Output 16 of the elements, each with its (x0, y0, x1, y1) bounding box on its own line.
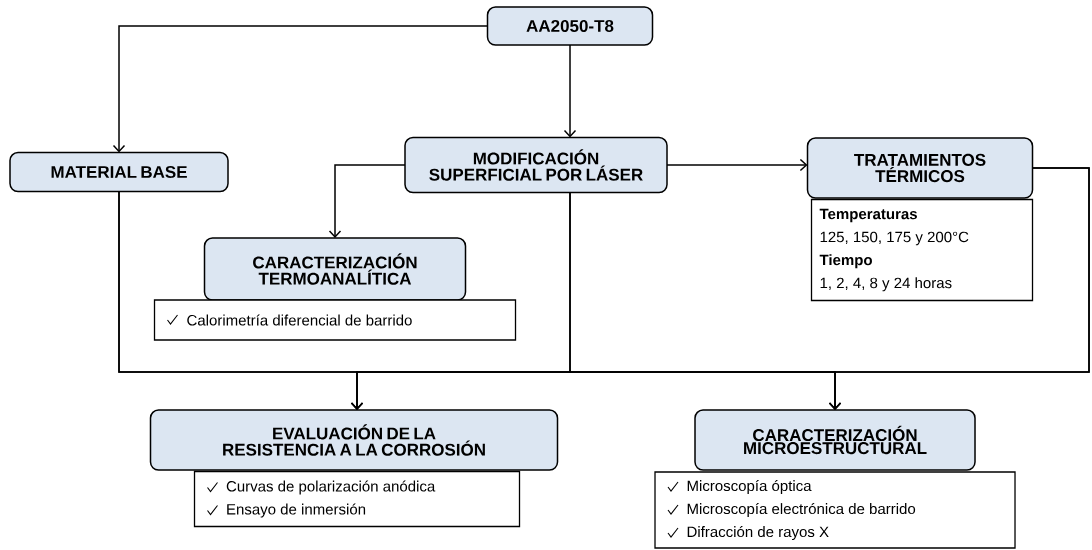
process-box: EVALUACIÓN DE LA RESISTENCIA A LA CORROSIÓN (149, 409, 559, 471)
checklist-box: Calorimetría diferencial de barrido (153, 299, 517, 341)
process-box: CARACTERIZACIÓN TERMOANALÍTICA (203, 237, 467, 301)
arrow (666, 158, 808, 172)
process-box: MATERIAL BASE (9, 151, 229, 193)
process-box: AA2050-T8 (486, 6, 654, 46)
checklist-box: Microscopía óptica Microscopía electrónica de barrido Difracción de rayos X (654, 471, 1016, 549)
arrow (328, 164, 406, 238)
process-box: CARACTERIZACIÓN MICROESTRUCTURAL (694, 409, 976, 471)
info-box: Temperaturas 125, 150, 175 y 200°C Tiempo 1, 2, 4, 8 y 24 horas (810, 198, 1034, 302)
arrow (563, 44, 577, 138)
arrow (828, 167, 1090, 410)
process-box: TRATAMIENTOS TÉRMICOS (806, 137, 1034, 199)
arrow (112, 25, 489, 153)
checklist-box: Curvas de polarización anódica Ensayo de inmersión (193, 470, 521, 528)
process-box: MODIFICACIÓN SUPERFICIAL POR LÁSER (404, 136, 668, 194)
